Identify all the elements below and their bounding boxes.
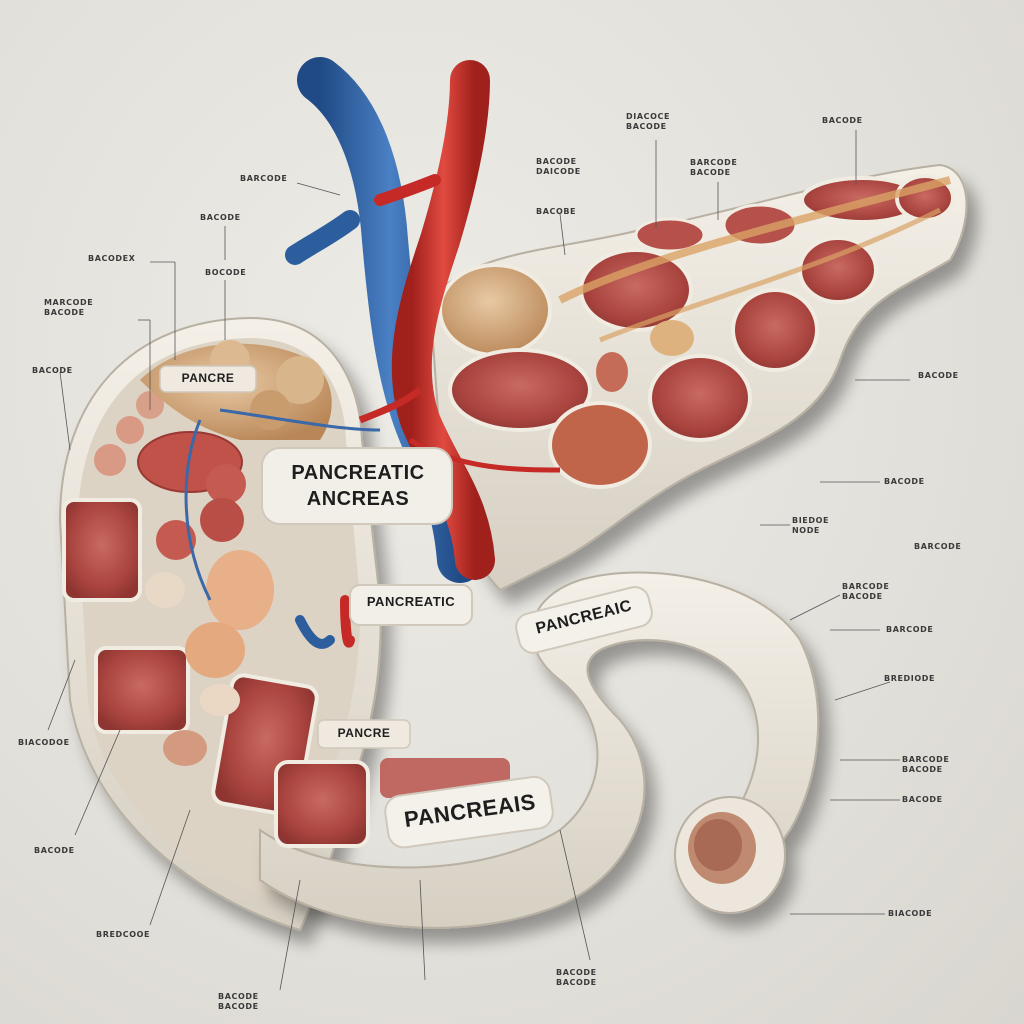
callout-label: BACODE: [822, 116, 863, 125]
callout-label: BARCODE: [914, 542, 962, 551]
callout-label: BACODE: [34, 846, 75, 855]
callout-label: BARCODE BACODE: [842, 582, 890, 601]
callout-label: BACODE: [200, 213, 241, 222]
callout-label: BREDIODE: [884, 674, 936, 683]
callout-label: BOCODE: [205, 268, 247, 277]
callout-label: BACODEX: [88, 254, 136, 263]
callout-label: MARCODE BACODE: [44, 298, 94, 317]
mid-plaque-label: PANCREATIC: [366, 594, 456, 609]
callout-label: BACODE DAICODE: [536, 157, 581, 176]
callout-label: BARCODE: [886, 625, 934, 634]
callout-label: BREDCOOE: [96, 930, 151, 939]
callout-label: BACODE: [902, 795, 943, 804]
body-tissue-blocks: [438, 174, 955, 489]
callout-label: BACOBE: [536, 207, 577, 216]
leader-lines: [47, 130, 910, 991]
neck-small-label: PANCRE: [337, 726, 391, 740]
callout-label: BARCODE: [240, 174, 288, 183]
center-plaque-label: PANCREATIC ANCREAS: [291, 462, 425, 510]
callout-label: BARCODE BACODE: [902, 755, 950, 774]
callout-label: BACODE: [918, 371, 959, 380]
callout-label: BACODE BACODE: [556, 968, 597, 987]
head-small-label: PANCRE: [181, 371, 235, 385]
callout-label: DIACOCE BACODE: [626, 112, 671, 131]
callout-label: BACODE: [32, 366, 73, 375]
callout-label: BIACODE: [888, 909, 933, 918]
label-plaques: [159, 365, 653, 849]
callout-label: BIEDOE NODE: [792, 516, 830, 535]
callout-label: BACODE BACODE: [218, 992, 259, 1011]
callout-label: BACODE: [884, 477, 925, 486]
callout-label: BIACODOE: [18, 738, 70, 747]
callout-label: BARCODE BACODE: [690, 158, 738, 177]
